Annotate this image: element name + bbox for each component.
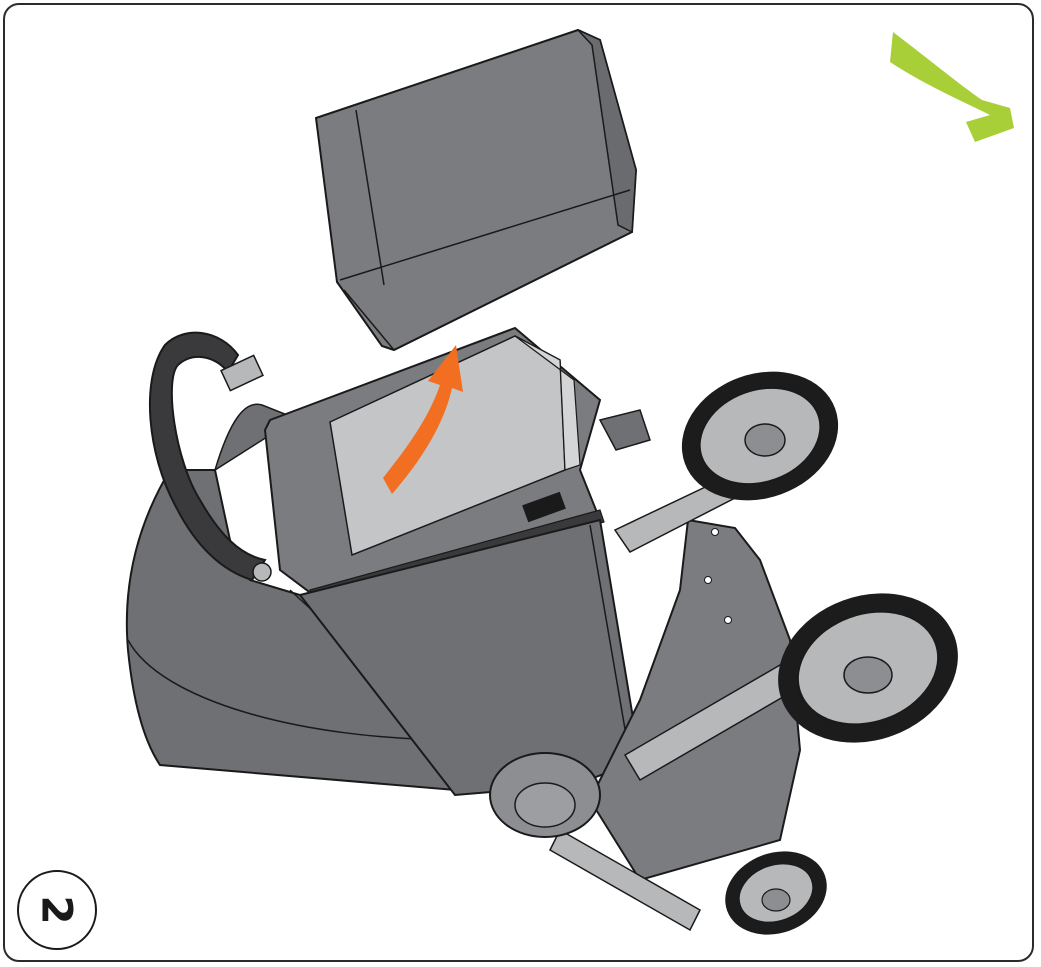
step-number: 2 — [36, 895, 78, 924]
check-mark-icon — [890, 32, 1014, 142]
step-badge: 2 — [17, 870, 97, 950]
seat-cover-removed — [316, 30, 636, 350]
